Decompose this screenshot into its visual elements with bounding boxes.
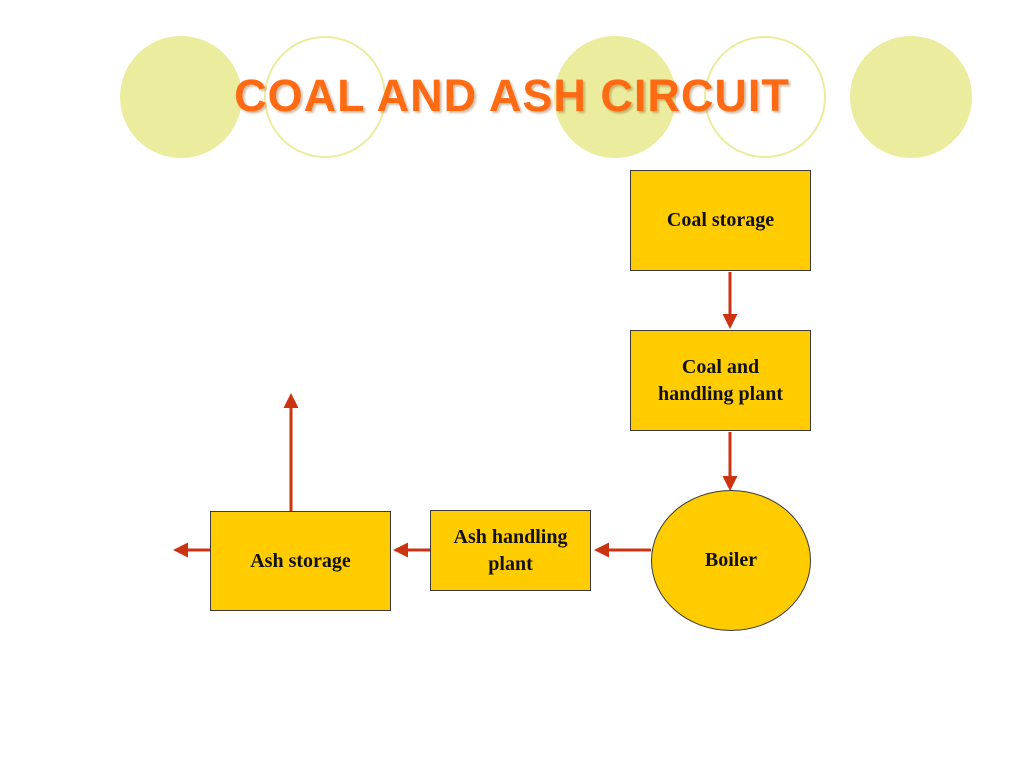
decor-ring-2 xyxy=(704,36,826,158)
node-ash-handling-plant-label: Ash handling plant xyxy=(453,525,568,575)
node-ash-storage: Ash storage xyxy=(210,511,391,611)
node-coal-storage-label: Coal storage xyxy=(666,209,775,231)
node-coal-storage: Coal storage xyxy=(630,170,811,271)
decor-circle-3 xyxy=(850,36,972,158)
node-boiler-label: Boiler xyxy=(704,549,758,571)
node-coal-handling-plant-label: Coal and handling plant xyxy=(657,355,784,405)
decor-circle-1 xyxy=(120,36,242,158)
node-ash-handling-plant: Ash handling plant xyxy=(430,510,591,591)
slide-title: COAL AND ASH CIRCUIT xyxy=(234,70,790,121)
decor-ring-1 xyxy=(264,36,386,158)
node-boiler: Boiler xyxy=(651,490,811,631)
node-ash-storage-label: Ash storage xyxy=(250,549,351,572)
node-coal-handling-plant: Coal and handling plant xyxy=(630,330,811,431)
decor-circle-2 xyxy=(554,36,676,158)
